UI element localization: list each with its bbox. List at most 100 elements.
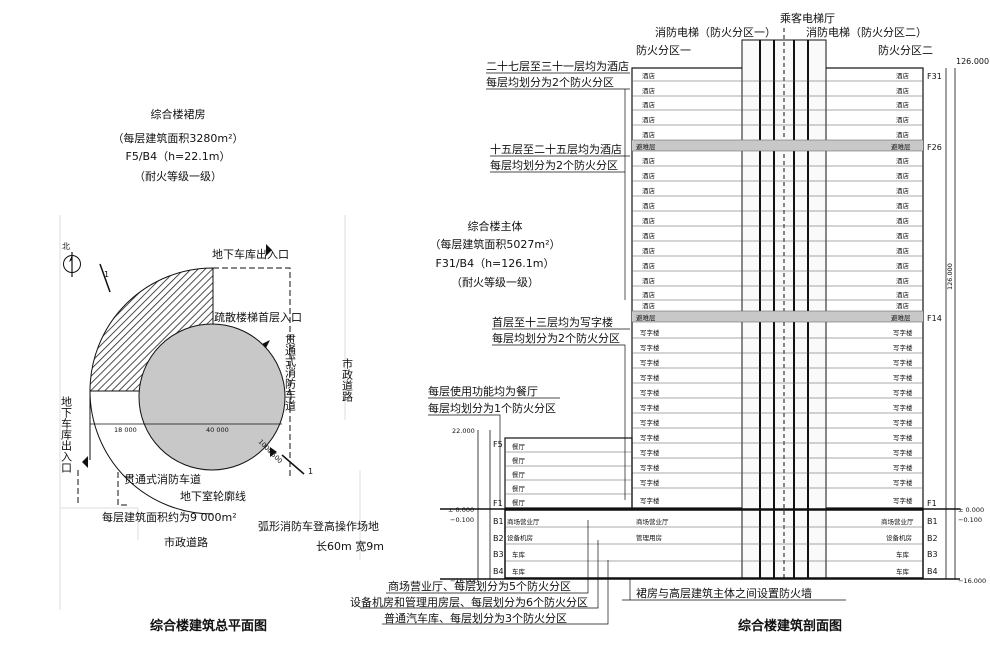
room-label: 酒店 [642,301,656,310]
refuge-label: 避难层 [891,313,911,322]
room-label: 写字楼 [893,433,913,442]
office-note: 首层至十三层均为写字楼 [492,315,613,329]
room-label: 车库 [896,550,910,559]
main-info-line: （每层建筑面积5027m²） [429,237,560,251]
room-label: 酒店 [896,246,910,255]
floor-label: F26 [927,143,942,152]
room-label: 酒店 [896,115,910,124]
section-marker: 1 [308,467,313,476]
elevation-label: ± 0.000 [448,506,474,514]
section-title: 综合楼建筑剖面图 [738,618,842,634]
arc-road-label: 弧形消防车登高操作场地 [258,519,379,533]
room-label: 写字楼 [893,496,913,505]
room-label: 酒店 [896,261,910,270]
room-label: 餐厅 [512,456,526,465]
room-label: 写字楼 [893,388,913,397]
room-label: 酒店 [642,86,656,95]
room-label: 酒店 [642,201,656,210]
basement-outline [77,470,128,506]
basement-note-1: 商场营业厅、每层划分为5个防火分区 [388,579,571,593]
plan-title: 综合楼建筑总平面图 [150,618,267,634]
refuge-band [632,311,923,322]
floor-label: F1 [493,499,503,508]
room-label: 酒店 [642,186,656,195]
podium-info-line: 综合楼裙房 [151,107,206,121]
room-label: 写字楼 [640,433,660,442]
site-boundary [59,215,361,610]
fire-lift-2-label: 消防电梯（防火分区二） [806,25,927,39]
room-label: 酒店 [896,71,910,80]
floor-label: F1 [927,499,937,508]
room-label: 车库 [512,567,526,576]
podium-info-line: （每层建筑面积3280m²） [112,131,243,145]
room-label: 写字楼 [893,403,913,412]
floor-label: B2 [927,534,938,543]
hotel-upper-note: 每层均划分为2个防火分区 [486,75,614,89]
refuge-label: 避难层 [636,142,656,151]
room-label: 酒店 [896,100,910,109]
room-label: 写字楼 [893,463,913,472]
room-label: 写字楼 [640,328,660,337]
podium-info-line: F5/B4（h=22.1m） [126,150,231,163]
section-marker: 1 [104,270,109,279]
room-label: 写字楼 [893,418,913,427]
room-label: 写字楼 [893,358,913,367]
main-info-line: （耐火等级一级） [451,275,539,289]
room-labels: 酒店 酒店 酒店 酒店 酒店 酒店 酒店 酒店 酒店 酒店 避难层 避难层 酒店… [507,71,914,576]
room-label: 酒店 [896,290,910,299]
site-plan: 综合楼裙房 （每层建筑面积3280m²） F5/B4（h=22.1m） （耐火等… [59,107,384,634]
basement-outline-label: 地下室轮廓线 [180,489,246,503]
room-label: 写字楼 [640,463,660,472]
floor-label: B4 [493,567,504,576]
room-label: 写字楼 [640,448,660,457]
room-label: 写字楼 [893,373,913,382]
refuge-band [632,140,923,151]
room-label: 酒店 [896,186,910,195]
room-label: 写字楼 [893,343,913,352]
room-label: 设备机房 [507,533,533,542]
room-label: 商场营业厅 [881,517,914,526]
floor-area-label: 每层建筑面积约为9 000m² [102,510,237,524]
floor-label: F14 [927,314,942,323]
room-label: 餐厅 [512,498,526,507]
hotel-lower-note: 每层均划分为2个防火分区 [490,158,618,172]
podium-outline [504,437,633,509]
municipal-road-bottom-label: 市政道路 [164,535,208,549]
room-label: 酒店 [642,71,656,80]
room-label: 写字楼 [640,373,660,382]
main-info-line: F31/B4（h=126.1m） [436,257,555,270]
municipal-road-vertical-label: 市政道路 [341,357,354,403]
room-label: 写字楼 [640,358,660,367]
elevator-hall-label: 乘客电梯厅 [780,11,835,25]
floor-label: F31 [927,72,942,81]
garage-entrance-left-label: 地下车库出入口 [60,396,73,473]
room-label: 酒店 [642,246,656,255]
room-label: 酒店 [642,290,656,299]
room-label: 写字楼 [640,343,660,352]
room-label: 酒店 [642,276,656,285]
room-label: 酒店 [896,276,910,285]
tower-footprint [138,323,286,471]
entrance-triangle-icon [262,340,270,348]
room-label: 写字楼 [640,388,660,397]
arc-size-label: 长60m 宽9m [316,539,384,553]
floor-label: B3 [927,550,938,559]
fire-road-outline [213,267,291,478]
room-label: 酒店 [896,301,910,310]
room-label: 酒店 [642,216,656,225]
tower-floor-lines [632,80,923,489]
room-label: 酒店 [896,86,910,95]
elevation-label: −16.000 [450,577,478,585]
evac-stair-label: 疏散楼梯首层入口 [214,310,302,324]
room-label: 商场营业厅 [507,517,540,526]
floor-label: B4 [927,567,938,576]
room-label: 写字楼 [893,478,913,487]
room-label: 餐厅 [512,470,526,479]
room-label: 管理用房 [636,533,662,542]
section-view: 126.000 乘客电梯厅 消防电梯（防火分区一） 消防电梯（防火分区二） 防火… [350,11,989,634]
floor-label: F5 [493,440,503,449]
dim-center: 40 000 [206,426,229,434]
restaurant-note: 每层均划分为1个防火分区 [428,401,556,415]
dim-left: 18 000 [114,426,137,434]
